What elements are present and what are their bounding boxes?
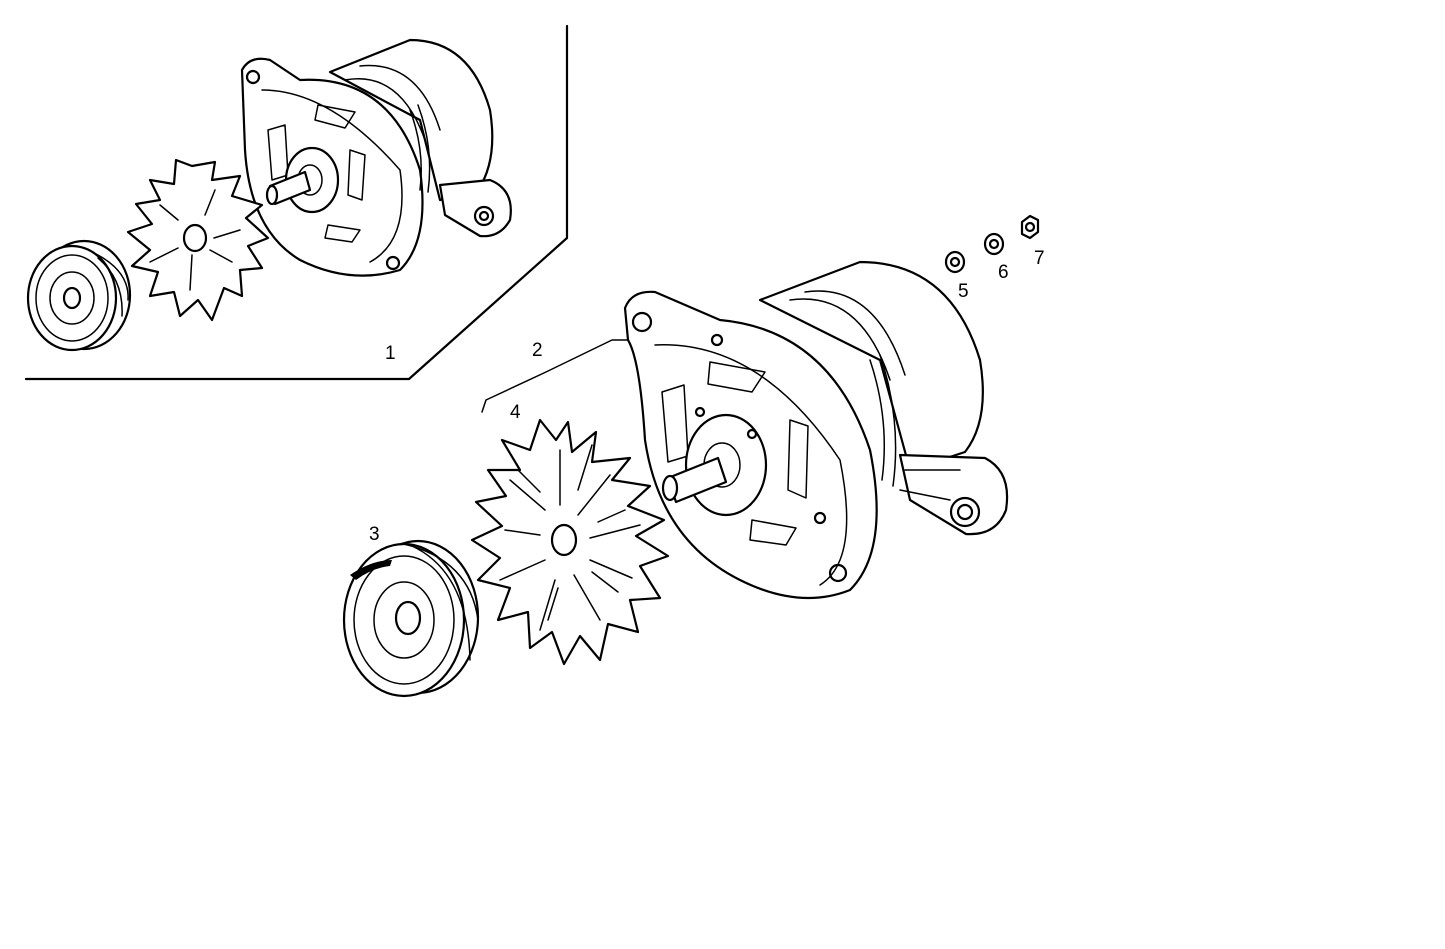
lock-washer-6: 6 xyxy=(983,232,1009,283)
inset-fan xyxy=(126,158,270,322)
nut-7: 7 xyxy=(1020,214,1045,269)
callout-2: 2 xyxy=(532,340,543,361)
callout-6: 6 xyxy=(998,262,1009,283)
callout-4: 4 xyxy=(510,402,521,423)
assembly-1-inset: 1 xyxy=(26,38,512,364)
alternator-2: 2 xyxy=(481,260,1009,600)
bracket-2 xyxy=(481,339,629,413)
inset-alternator xyxy=(240,38,512,277)
inset-pulley xyxy=(26,239,132,352)
pulley-3: 3 xyxy=(342,524,480,698)
washer-5: 5 xyxy=(944,250,969,302)
callout-5: 5 xyxy=(958,281,969,302)
inset-border xyxy=(24,24,569,381)
fan-4: 4 xyxy=(470,402,670,666)
callout-7: 7 xyxy=(1034,248,1045,269)
callout-3: 3 xyxy=(369,524,380,545)
callout-1: 1 xyxy=(385,343,396,364)
